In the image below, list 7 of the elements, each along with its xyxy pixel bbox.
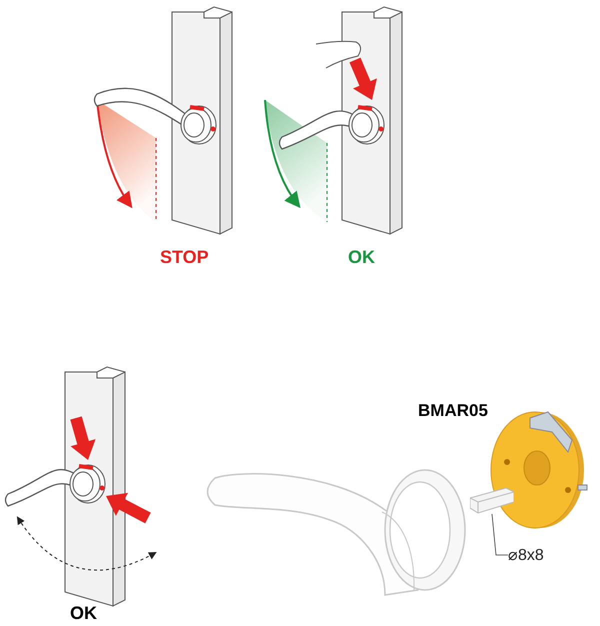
caption-label: BMAR05 [418,400,488,422]
spindle-drawing [470,488,514,514]
caption-label: OK [348,246,375,269]
dimension-label: ⌀8x8 [508,544,568,566]
caption-label: STOP [160,246,209,269]
caption-label: OK [70,602,97,625]
leader-line [492,514,508,556]
